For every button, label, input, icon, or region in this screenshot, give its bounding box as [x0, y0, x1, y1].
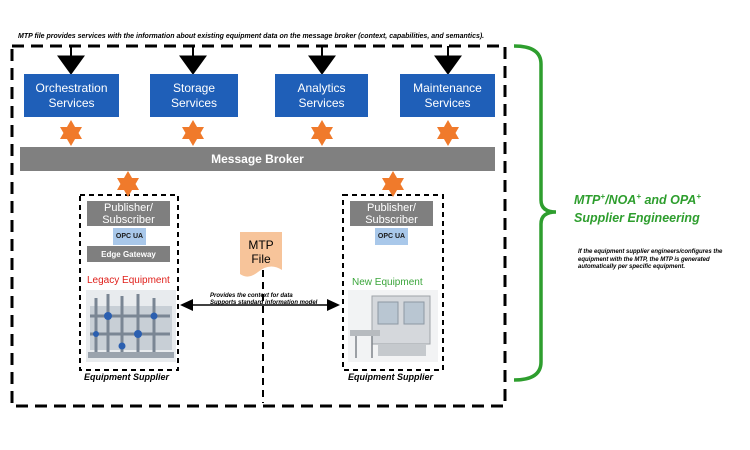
supplier-engineering-title: MTP+/NOA+ and OPA+ Supplier Engineering: [574, 188, 701, 227]
right-pubsub-box: Publisher/ Subscriber: [350, 201, 433, 226]
green-title-line2: Supplier Engineering: [574, 211, 700, 226]
plus-sup-2: +: [636, 192, 641, 201]
orange-connectors: [60, 120, 459, 197]
edge-gateway-box: Edge Gateway: [87, 246, 170, 262]
legacy-equipment-label: Legacy Equipment: [87, 275, 170, 286]
down-arrows: [57, 46, 462, 75]
left-pubsub-box: Publisher/ Subscriber: [87, 201, 170, 226]
plus-sup-1: +: [600, 192, 606, 201]
mtp-file-shape: [240, 232, 282, 277]
opa-text: and OPA: [644, 193, 697, 208]
left-opc-ua-box: OPC UA: [113, 228, 146, 245]
noa-text: /NOA: [605, 193, 637, 208]
left-equipment-supplier-label: Equipment Supplier: [84, 372, 170, 382]
mtp-file-label: MTP File: [248, 238, 274, 266]
right-equipment-supplier-label: Equipment Supplier: [348, 372, 434, 382]
legacy-equipment-image: [86, 290, 176, 362]
green-brace: [513, 44, 557, 382]
maintenance-services-box: Maintenance Services: [400, 74, 495, 117]
orchestration-services-box: Orchestration Services: [24, 74, 119, 117]
context-note-line2: Supports standard information model: [210, 300, 318, 306]
new-equipment-image: [348, 290, 438, 362]
right-opc-ua-box: OPC UA: [375, 228, 408, 245]
context-note-line1: Provides the context for data: [210, 293, 293, 299]
green-title-line1: MTP+/NOA+ and OPA+: [574, 188, 701, 209]
mtp-text: MTP: [574, 193, 601, 208]
new-equipment-label: New Equipment: [352, 277, 423, 288]
top-note: MTP file provides services with the info…: [18, 33, 485, 40]
analytics-services-box: Analytics Services: [275, 74, 368, 117]
outer-dashed-frame: [10, 44, 507, 408]
storage-services-box: Storage Services: [150, 74, 238, 117]
context-note: Provides the context for data Supports s…: [210, 293, 317, 307]
side-note: If the equipment supplier engineers/conf…: [578, 249, 723, 270]
plus-sup-3: +: [696, 192, 701, 201]
message-broker-bar: Message Broker: [20, 147, 495, 171]
context-arrow: [180, 299, 340, 311]
